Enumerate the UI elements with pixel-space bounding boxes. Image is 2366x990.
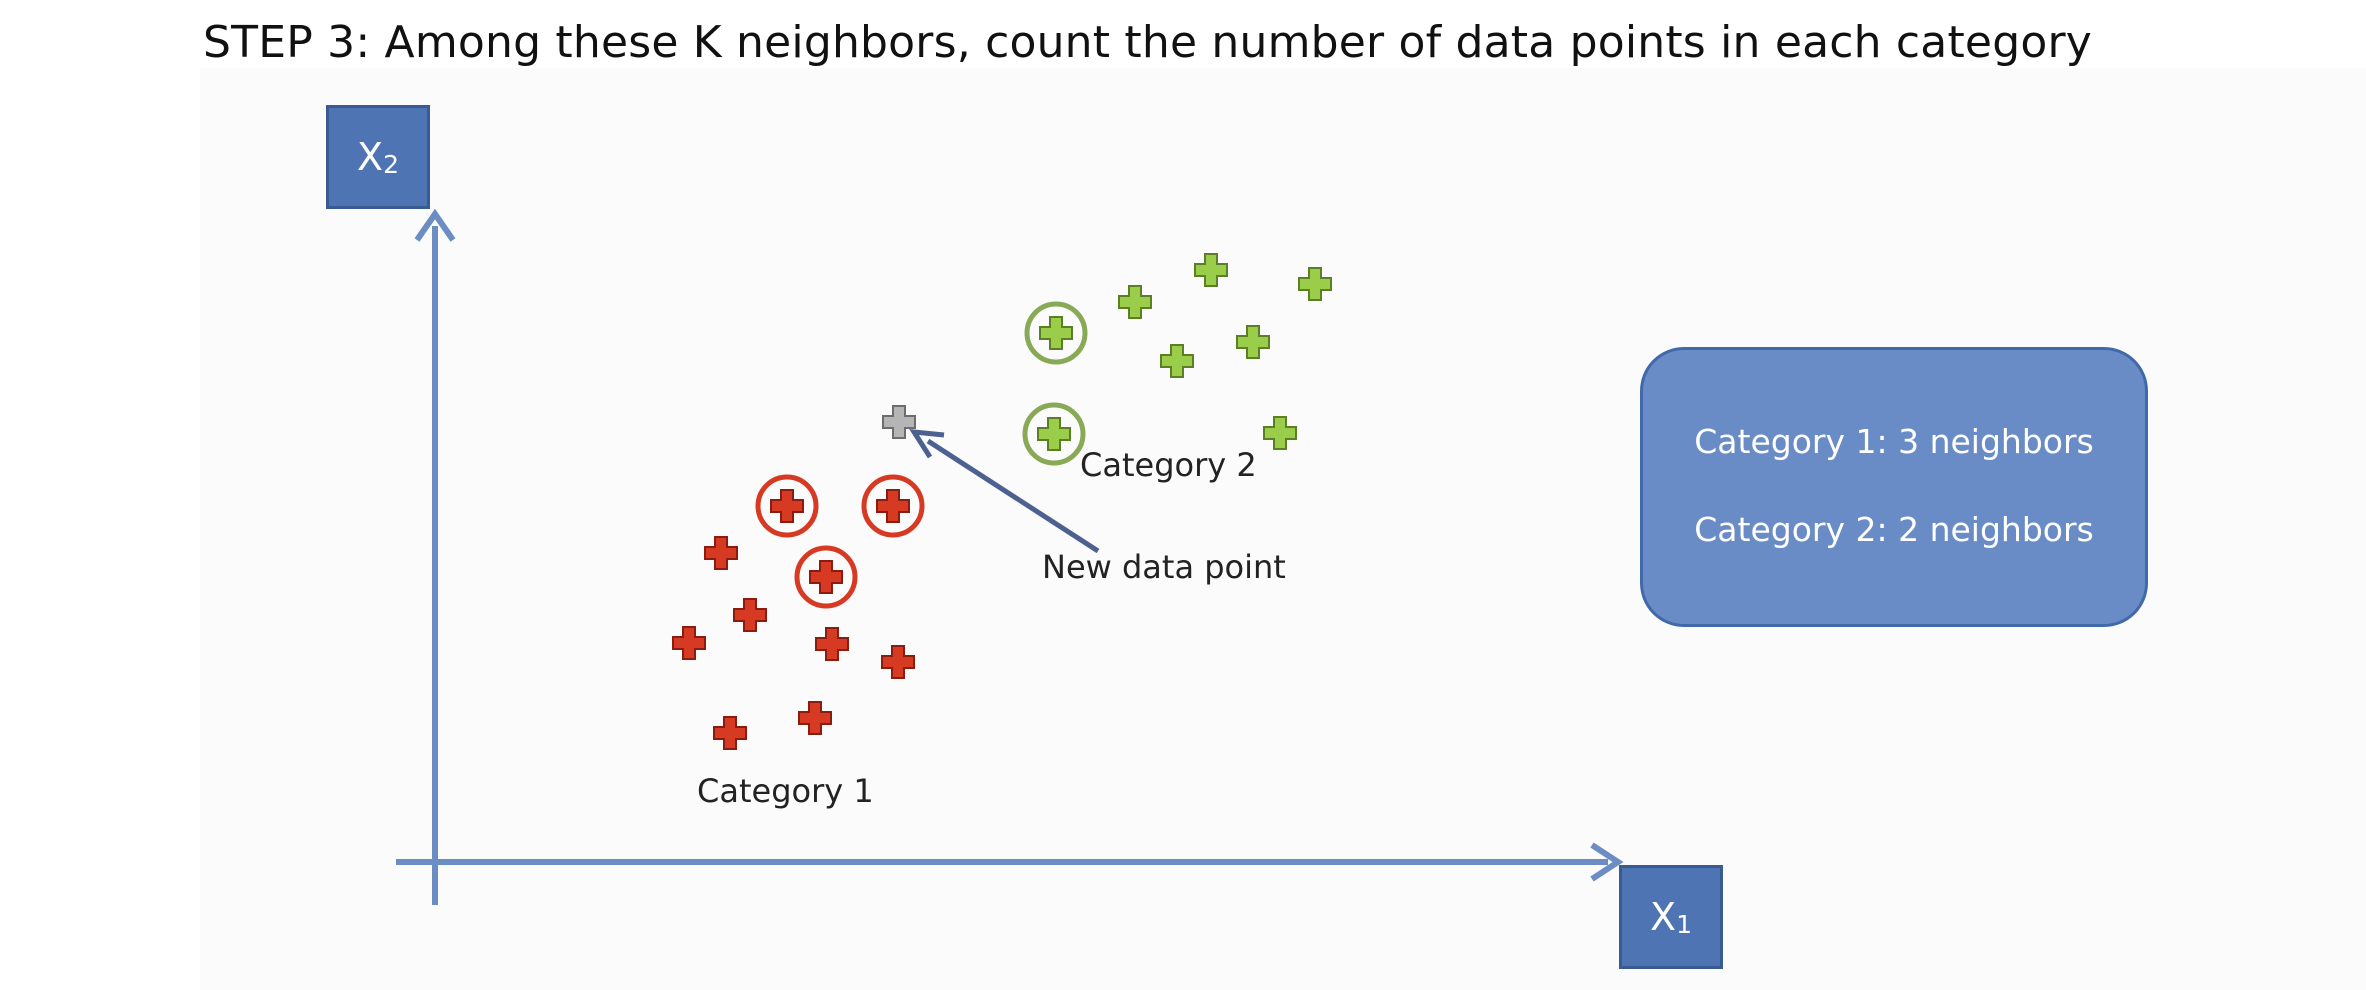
category-1-point-neighbor (861, 474, 925, 538)
plus-marker-icon (809, 560, 843, 594)
plus-marker-icon (815, 627, 849, 661)
category-2-count: Category 2: 2 neighbors (1694, 510, 2094, 549)
category-1-point (798, 701, 832, 735)
new-data-point (882, 405, 916, 439)
category-2-point (1194, 253, 1228, 287)
category-1-point-neighbor (755, 474, 819, 538)
neighbor-highlight-ring (861, 474, 925, 538)
category-1-point (704, 536, 738, 570)
x2-axis-subscript: 2 (383, 149, 399, 179)
y-axis (414, 208, 456, 905)
x1-axis-subscript: 1 (1676, 909, 1692, 939)
neighbor-highlight-ring (794, 545, 858, 609)
category-2-point (1298, 267, 1332, 301)
category-2-point (1236, 325, 1270, 359)
new-data-point-label: New data point (1042, 548, 1286, 586)
category-2-point-neighbor (1022, 402, 1086, 466)
slide-title: STEP 3: Among these K neighbors, count t… (203, 17, 2092, 68)
category-2-label: Category 2 (1080, 446, 1257, 484)
neighbor-count-summary: Category 1: 3 neighbors Category 2: 2 ne… (1640, 347, 2148, 627)
category-1-point (815, 627, 849, 661)
plus-marker-icon (882, 405, 916, 439)
plus-marker-icon (1194, 253, 1228, 287)
x-axis-arrowhead (1590, 842, 1624, 882)
category-1-point (881, 645, 915, 679)
plus-marker-icon (1263, 416, 1297, 450)
plus-marker-icon (672, 626, 706, 660)
plus-marker-icon (704, 536, 738, 570)
x2-axis-name: X (357, 135, 384, 179)
category-2-point (1263, 416, 1297, 450)
y-axis-arrowhead (414, 208, 456, 242)
category-1-count: Category 1: 3 neighbors (1694, 422, 2094, 461)
plus-marker-icon (713, 716, 747, 750)
neighbor-highlight-ring (1024, 301, 1088, 365)
category-1-point (733, 598, 767, 632)
category-2-point (1160, 344, 1194, 378)
plus-marker-icon (1039, 316, 1073, 350)
plus-marker-icon (733, 598, 767, 632)
neighbor-highlight-ring (1022, 402, 1086, 466)
plus-marker-icon (1160, 344, 1194, 378)
category-1-label: Category 1 (697, 772, 874, 810)
plus-marker-icon (1298, 267, 1332, 301)
category-1-point (713, 716, 747, 750)
new-point-arrow (909, 428, 1100, 554)
category-2-point (1118, 285, 1152, 319)
plus-marker-icon (1236, 325, 1270, 359)
plus-marker-icon (1037, 417, 1071, 451)
plus-marker-icon (876, 489, 910, 523)
plus-marker-icon (881, 645, 915, 679)
x-axis (396, 842, 1624, 882)
x1-axis-name: X (1650, 895, 1677, 939)
plus-marker-icon (1118, 285, 1152, 319)
category-1-point (672, 626, 706, 660)
plus-marker-icon (798, 701, 832, 735)
data-points (672, 253, 1332, 750)
category-1-point-neighbor (794, 545, 858, 609)
neighbor-highlight-ring (755, 474, 819, 538)
category-2-point-neighbor (1024, 301, 1088, 365)
plus-marker-icon (770, 489, 804, 523)
